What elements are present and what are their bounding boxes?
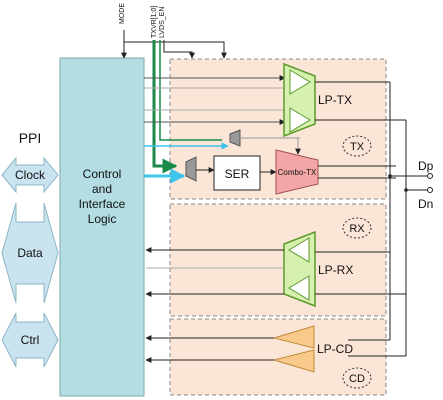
cd-tag-label: CD <box>349 373 365 385</box>
lp-rx-lower-triangle <box>288 275 310 301</box>
dn-label: Dn <box>418 197 433 211</box>
lp-tx-upper-triangle <box>289 69 311 95</box>
dp-pin[interactable] <box>427 173 433 179</box>
lvds-green-line <box>159 40 222 141</box>
txvr-signal-label: TXVR[1:0] <box>151 6 158 38</box>
tx-tag <box>342 135 372 157</box>
lp-cd-upper <box>272 325 315 349</box>
rx-tag <box>342 217 372 239</box>
lp-rx-block <box>283 230 316 308</box>
lp-rx-label: LP-RX <box>318 263 353 277</box>
ppi-data-label: Data <box>17 246 43 260</box>
ser-block <box>213 155 261 191</box>
ppi-clock-label: Clock <box>15 168 46 182</box>
ppi-data-arrow <box>1 202 59 304</box>
mode-signal-label: MODE <box>119 3 126 24</box>
control-logic-line-4: Logic <box>88 212 117 226</box>
combo-tx-label: Combo-TX <box>278 168 317 177</box>
lvds-en-line <box>163 40 195 59</box>
mux-lower <box>185 156 197 182</box>
cd-tag <box>342 367 372 389</box>
lvds-en-signal-label: LVDS_EN <box>159 7 166 38</box>
lp-rx-upper-triangle <box>288 237 310 263</box>
dp-label: Dp <box>418 159 434 173</box>
control-logic-block <box>59 57 145 397</box>
lp-tx-label: LP-TX <box>318 93 352 107</box>
mode-signal-line <box>123 30 227 59</box>
dn-pin[interactable] <box>427 187 433 193</box>
ppi-title: PPI <box>19 130 42 146</box>
mux-upper <box>229 129 241 147</box>
dn-junction <box>404 188 408 192</box>
lp-tx-lower-triangle <box>289 107 311 133</box>
tx-tag-label: TX <box>350 141 365 153</box>
lp-cd-label: LP-CD <box>317 342 353 356</box>
ppi-ctrl-label: Ctrl <box>21 333 40 347</box>
ser-label: SER <box>225 167 250 181</box>
ppi-clock-arrow <box>1 156 59 194</box>
lp-cd-lower <box>272 349 315 373</box>
rx-tag-label: RX <box>349 223 365 235</box>
control-logic-line-1: Control <box>83 167 122 181</box>
txvr-bus <box>152 40 178 174</box>
ppi-ctrl-arrow <box>1 312 59 368</box>
combo-tx-block <box>275 149 319 195</box>
control-logic-line-2: and <box>92 182 112 196</box>
dp-junction <box>388 174 392 178</box>
control-logic-line-3: Interface <box>79 197 126 211</box>
